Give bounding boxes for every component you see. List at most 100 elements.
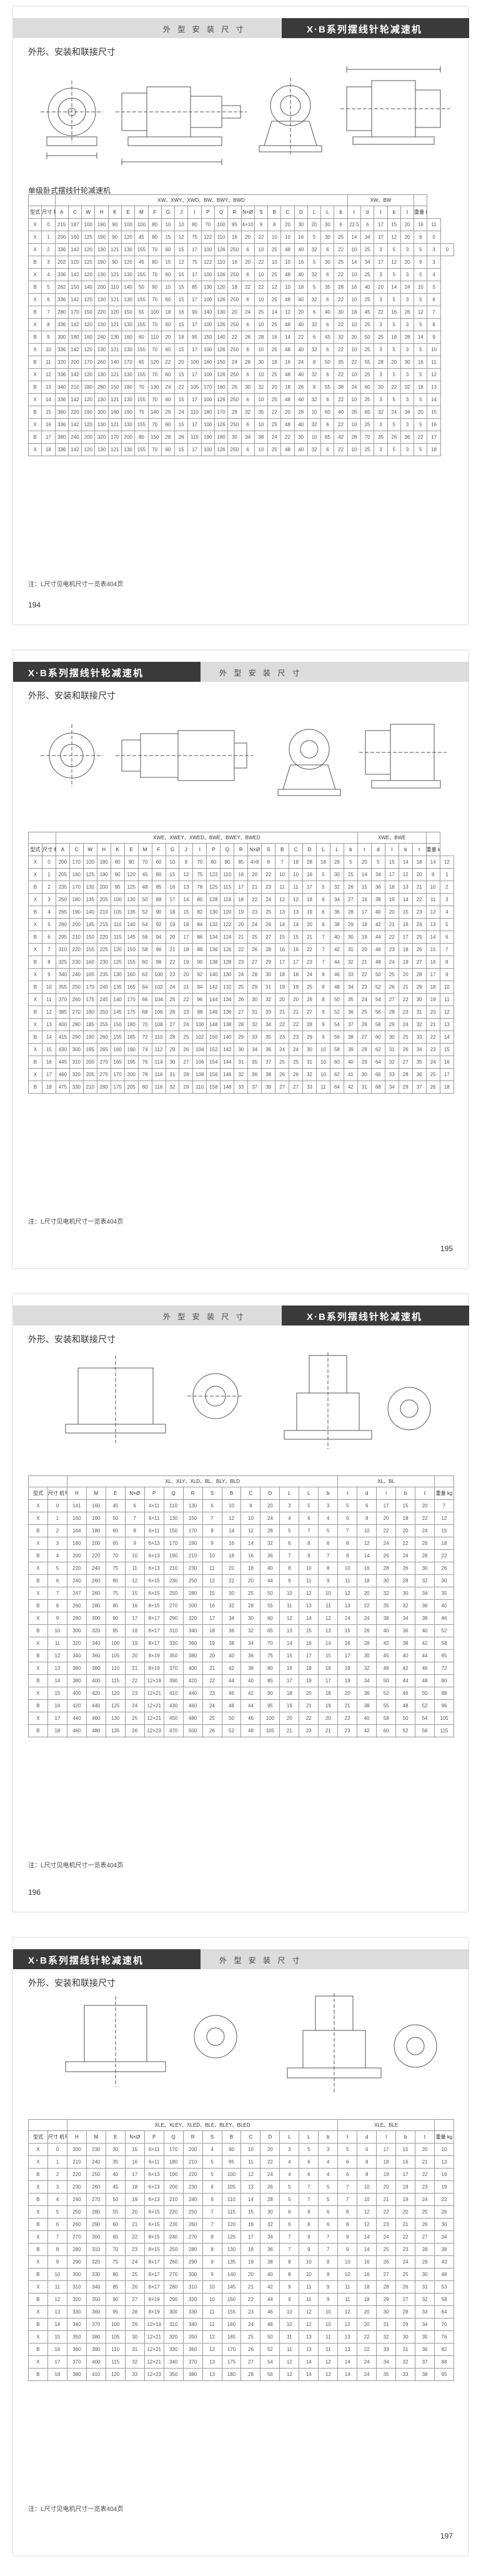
table-cell: 110 <box>192 1081 207 1094</box>
table-cell: 95 <box>187 331 202 344</box>
table-cell: 220 <box>96 931 111 944</box>
table-cell: 23 <box>299 1724 319 1737</box>
table-cell: 180 <box>121 381 136 394</box>
table-cell: 50 <box>329 993 344 1006</box>
table-cell: 12 <box>357 2218 377 2231</box>
table-cell: 13 <box>41 381 56 394</box>
table-cell: 14 <box>41 393 56 406</box>
table-cell: 10 <box>47 2268 67 2281</box>
column-header: 尺寸 机号 <box>47 2130 67 2144</box>
table-cell: 410 <box>163 1687 184 1700</box>
table-cell: 50 <box>134 281 149 294</box>
column-header: Q <box>163 1487 184 1500</box>
table-cell: X <box>28 2280 48 2294</box>
table-cell: 15 <box>41 406 56 419</box>
table-cell: 8×17 <box>144 1612 164 1625</box>
table-cell: 38 <box>260 2255 280 2269</box>
table-cell: 21 <box>289 1006 304 1019</box>
table-cell: 31 <box>395 2343 416 2356</box>
table-cell: 20 <box>395 1524 416 1537</box>
table-cell: 27 <box>241 2355 261 2369</box>
table-cell: B <box>28 1006 42 1019</box>
table-cell: 2 <box>439 881 455 894</box>
table-cell: 19 <box>289 981 304 994</box>
table-cell: 336 <box>54 393 69 406</box>
table-cell: 440 <box>182 1687 203 1700</box>
table-cell: 210 <box>163 1562 184 1575</box>
table-cell: X <box>28 993 42 1006</box>
table-cell: B <box>28 931 42 944</box>
table-cell: 24 <box>289 1043 304 1056</box>
table-cell: 12 <box>174 231 189 244</box>
table-cell: 52 <box>370 981 385 994</box>
table-cell: 155 <box>110 1031 125 1044</box>
table-cell: 170 <box>201 381 215 394</box>
table-cell: B <box>27 381 42 394</box>
table-cell: 22 <box>289 1018 304 1031</box>
table-cell: 48 <box>280 318 295 331</box>
table-cell: 18 <box>425 981 440 994</box>
table-cell: 4 <box>318 1512 339 1525</box>
table-cell: 445 <box>55 1056 70 1069</box>
table-cell: 20 <box>414 406 428 419</box>
table-cell: 34 <box>343 981 358 994</box>
table-cell: X <box>27 268 42 281</box>
table-cell: 8 <box>202 1524 222 1537</box>
table-cell: 50 <box>395 1712 416 1725</box>
table-cell: 17 <box>234 881 249 894</box>
table-cell: 23 <box>289 1031 304 1044</box>
table-cell: 42 <box>334 431 348 444</box>
table-cell: 22 <box>334 443 348 456</box>
table-cell: 130 <box>121 418 136 431</box>
table-cell: 14 <box>347 256 362 269</box>
table-cell: 98 <box>192 1006 207 1019</box>
table-cell: 240 <box>96 981 111 994</box>
table-cell: 38 <box>415 2368 435 2381</box>
group-header-right: XLE、BLE <box>337 2119 435 2131</box>
table-cell: 12 <box>179 868 194 881</box>
table-cell: 13 <box>241 2180 261 2194</box>
table-cell: 280 <box>163 2280 184 2294</box>
table-cell: 33 <box>247 1031 262 1044</box>
column-header: S <box>261 843 276 856</box>
group-header-left: XLE、XLEY、XLED、BLE、BLEY、BLED <box>66 2119 339 2131</box>
table-cell: 38 <box>415 1612 435 1625</box>
table-cell: 19 <box>357 931 372 944</box>
table-cell: 16 <box>279 1662 300 1675</box>
table-cell: 25 <box>374 331 388 344</box>
table-cell: 13 <box>41 1018 56 1031</box>
table-cell: 5 <box>414 293 428 306</box>
table-cell: 25 <box>241 1587 261 1600</box>
table-cell: 12 <box>202 2330 222 2344</box>
table-cell: 48 <box>376 1662 397 1675</box>
table-cell: 18 <box>294 281 308 294</box>
table-cell: X <box>27 293 42 306</box>
table-cell: 300 <box>86 2230 106 2244</box>
table-cell: 100 <box>105 2318 126 2331</box>
table-cell: 11 <box>41 993 56 1006</box>
table-cell: 330 <box>69 1081 84 1094</box>
table-cell: 12 <box>174 256 189 269</box>
table-cell: 32 <box>400 381 415 394</box>
table-cell: 25 <box>241 2330 261 2344</box>
table-cell: 24 <box>241 306 255 319</box>
table-cell: 12 <box>124 1574 145 1587</box>
table-cell: 25 <box>179 1031 194 1044</box>
table-cell: 6 <box>299 1512 319 1525</box>
table-cell: 240 <box>94 331 109 344</box>
table-cell: 9 <box>318 2280 339 2294</box>
table-cell: 44 <box>370 931 385 944</box>
table-cell: 12 <box>337 2318 358 2331</box>
table-cell: 22 <box>376 1524 397 1537</box>
table-cell: 15 <box>47 2330 67 2344</box>
table-cell: 130 <box>121 243 136 256</box>
table-cell: 10 <box>279 1587 300 1600</box>
table-cell: X <box>28 1043 42 1056</box>
table-cell: 10 <box>41 981 56 994</box>
table-cell: 95 <box>227 218 242 231</box>
table-cell: 16 <box>179 918 194 931</box>
